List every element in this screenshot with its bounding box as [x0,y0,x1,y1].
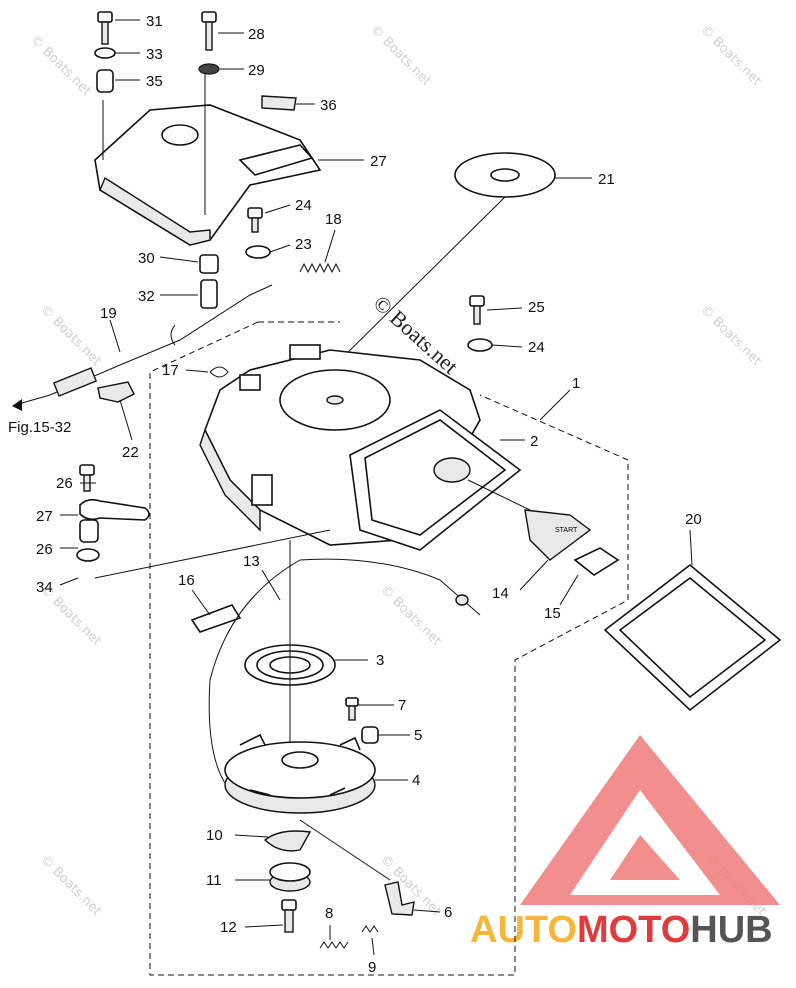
callout-34b: 34 [36,579,53,596]
callout-24b: 25 [528,299,545,316]
leader-pulley-axis [299,819,391,881]
part-lever-27 [79,498,150,521]
callout-23a: 23 [295,236,312,253]
watermark: © Boats.net [697,22,764,89]
callout-10: 10 [206,827,223,844]
callout-3: 3 [376,652,384,669]
part-insert-15 [573,547,620,576]
part-bolt-29 [201,11,217,51]
callout-4: 4 [412,772,420,789]
callout-21: 21 [598,171,615,188]
part-spring-8 [319,941,349,949]
logo-text-auto: AUTO [470,909,577,951]
part-bolt-24b [469,295,485,325]
callout-labels: 31 33 35 28 29 36 27 21 24 23 18 30 32 2… [8,13,702,976]
part-frame-2 [349,409,531,551]
leader-34b [94,529,331,579]
part-rope-13 [208,558,481,791]
callout-29: 28 [248,26,265,43]
callout-26: 26 [36,541,53,558]
callout-19: 19 [100,305,117,322]
part-seal-20 [603,563,782,712]
part-pulley-4 [224,733,376,814]
callout-34: 33 [146,46,163,63]
part-collar-26 [79,519,99,543]
logo-text: AUTOMOTOHUB [470,909,773,951]
part-plate-10 [263,830,312,852]
part-collar-5 [361,726,379,744]
callout-1: 1 [572,375,580,392]
part-spring-18 [299,262,341,274]
part-clip-17 [209,366,229,378]
logo-triangle-core [610,835,680,880]
brand-logo: AUTOMOTOHUB [470,735,780,951]
part-washer-30 [198,63,220,75]
part-friction-11 [269,862,311,892]
callout-12: 12 [220,919,237,936]
callout-23b: 24 [528,339,545,356]
callout-22: 22 [122,444,139,461]
part-washer-34b [76,548,100,562]
part-collar-32 [200,279,218,309]
callout-13: 13 [243,553,260,570]
rope-knot [455,594,469,606]
part-bolt-24a [247,207,263,233]
callout-7: 7 [398,697,406,714]
part-washer-23b [467,338,493,352]
logo-text-hub: HUB [690,909,772,951]
callout-32: 32 [138,288,155,305]
watermark: © Boats.net [37,302,104,369]
part-bolt-33 [97,11,113,45]
callout-14: 14 [492,585,509,602]
callout-6: 6 [444,904,452,921]
part-bolt-12 [281,899,297,933]
callout-36: 36 [320,97,337,114]
watermark: © Boats.net [27,32,94,99]
part-bolt-7 [345,697,359,721]
callout-16: 16 [178,572,195,589]
callout-5: 5 [414,727,422,744]
watermark: © Boats.net [377,582,444,649]
part-collar-35 [96,69,114,93]
callout-31: 30 [138,250,155,267]
callout-35: 35 [146,73,163,90]
part-cable-19 [12,284,273,411]
watermark: © Boats.net [37,852,104,919]
part-spring-3 [244,540,336,750]
watermark: © Boats.net [367,22,434,89]
logo-text-moto: MOTO [577,909,690,951]
part-cam-22 [97,381,135,403]
callout-17: 17 [162,362,179,379]
callout-24a: 24 [295,197,312,214]
callout-20: 20 [685,511,702,528]
part-cover-28 [94,70,322,246]
callout-27: 27 [36,508,53,525]
callout-15: 15 [544,605,561,622]
part-guide-16 [190,604,242,633]
callout-11: 11 [206,872,222,889]
assembly-boundary [149,321,629,976]
part-label-36 [261,95,297,111]
fig-reference: Fig.15-32 [8,419,71,436]
part-pawl-6 [384,881,415,916]
callout-2: 2 [530,433,538,450]
callout-18: 18 [325,211,342,228]
part-washer-23a [245,245,271,259]
callout-8: 8 [325,905,333,922]
leader-lines [59,19,693,956]
part-washer-34 [94,47,116,59]
handle-label: START [555,527,578,534]
callout-9: 9 [368,959,376,976]
part-spring-9 [361,925,379,933]
part-bolt-25 [79,464,95,492]
callout-28: 27 [370,153,387,170]
callout-33: 31 [146,13,163,30]
part-handle-14: START [524,509,592,561]
part-disc-21 [329,152,556,371]
callout-30: 29 [248,62,265,79]
watermark: © Boats.net [697,302,764,369]
callout-25: 26 [56,475,73,492]
part-collar-31 [199,254,219,274]
